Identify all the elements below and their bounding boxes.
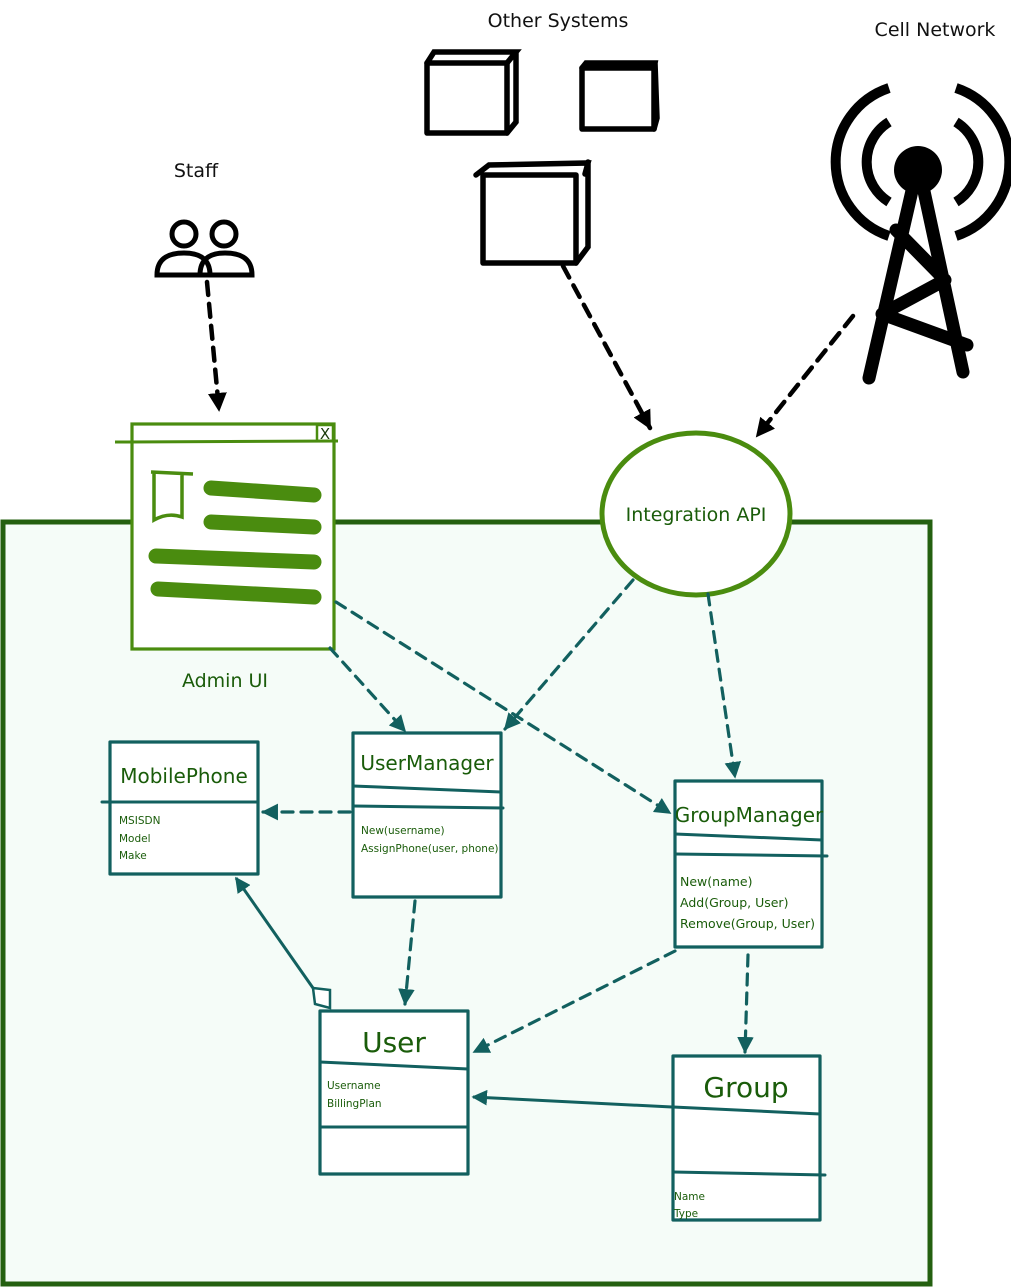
cube-icon <box>473 159 592 266</box>
class-attribute: Model <box>119 833 151 845</box>
user-to-mobile-phone-aggregation <box>234 876 315 989</box>
api-to-user-manager-arrow <box>503 578 635 731</box>
class-operation: New(username) <box>361 825 445 837</box>
class-operation: AssignPhone(user, phone) <box>361 843 499 855</box>
cell-network-to-api-arrow <box>754 313 856 439</box>
class-operation: Remove(Group, User) <box>680 916 815 931</box>
window-form-icon: X <box>114 422 339 651</box>
admin-ui-label: Admin UI <box>182 670 268 692</box>
class-mobile-phone: MobilePhone MSISDN Model Make <box>100 740 260 876</box>
class-operation: Add(Group, User) <box>680 895 788 910</box>
class-attribute: Username <box>327 1080 381 1092</box>
user-manager-to-user-arrow <box>398 899 417 1006</box>
close-icon: X <box>320 425 330 443</box>
other-systems-actor: Other Systems <box>424 10 660 266</box>
group-to-user-association <box>471 1089 673 1109</box>
admin-ui-to-group-manager-arrow <box>334 600 672 815</box>
cell-network-label: Cell Network <box>875 19 996 41</box>
group-manager-to-group-arrow <box>737 953 754 1054</box>
cube-icon <box>424 49 522 136</box>
cell-network-actor: Cell Network <box>830 19 1011 385</box>
class-attribute: Make <box>119 850 147 862</box>
class-group: Group Name Type <box>671 1054 827 1222</box>
admin-ui-component: X Admin UI <box>114 422 339 692</box>
class-user: User Username BillingPlan <box>318 1009 470 1176</box>
other-systems-to-api-arrow <box>560 263 653 431</box>
integration-api-component: Integration API <box>599 430 793 598</box>
class-user-manager: UserManager New(username) AssignPhone(us… <box>351 731 505 899</box>
class-name: Group <box>703 1071 788 1104</box>
other-systems-label: Other Systems <box>488 10 629 32</box>
admin-ui-to-user-manager-arrow <box>328 646 407 733</box>
class-operation: Type <box>673 1208 698 1220</box>
class-name: MobilePhone <box>120 764 248 788</box>
integration-api-label: Integration API <box>626 504 767 526</box>
class-operation: New(name) <box>680 874 752 889</box>
api-to-group-manager-arrow <box>706 592 742 779</box>
class-attribute: MSISDN <box>119 815 160 827</box>
aggregation-diamond-icon <box>311 986 332 1010</box>
people-icon <box>154 219 255 278</box>
class-attribute: BillingPlan <box>327 1098 382 1110</box>
class-name: GroupManager <box>675 803 824 827</box>
class-group-manager: GroupManager New(name) Add(Group, User) … <box>673 779 829 949</box>
class-name: User <box>362 1026 426 1059</box>
staff-actor: Staff <box>154 160 255 278</box>
staff-to-admin-ui-arrow <box>204 279 227 413</box>
staff-label: Staff <box>174 160 219 182</box>
group-manager-to-user-arrow <box>472 949 677 1054</box>
class-name: UserManager <box>360 751 494 775</box>
cube-icon <box>579 60 660 132</box>
cell-tower-icon <box>830 83 1011 385</box>
class-operation: Name <box>674 1191 705 1203</box>
